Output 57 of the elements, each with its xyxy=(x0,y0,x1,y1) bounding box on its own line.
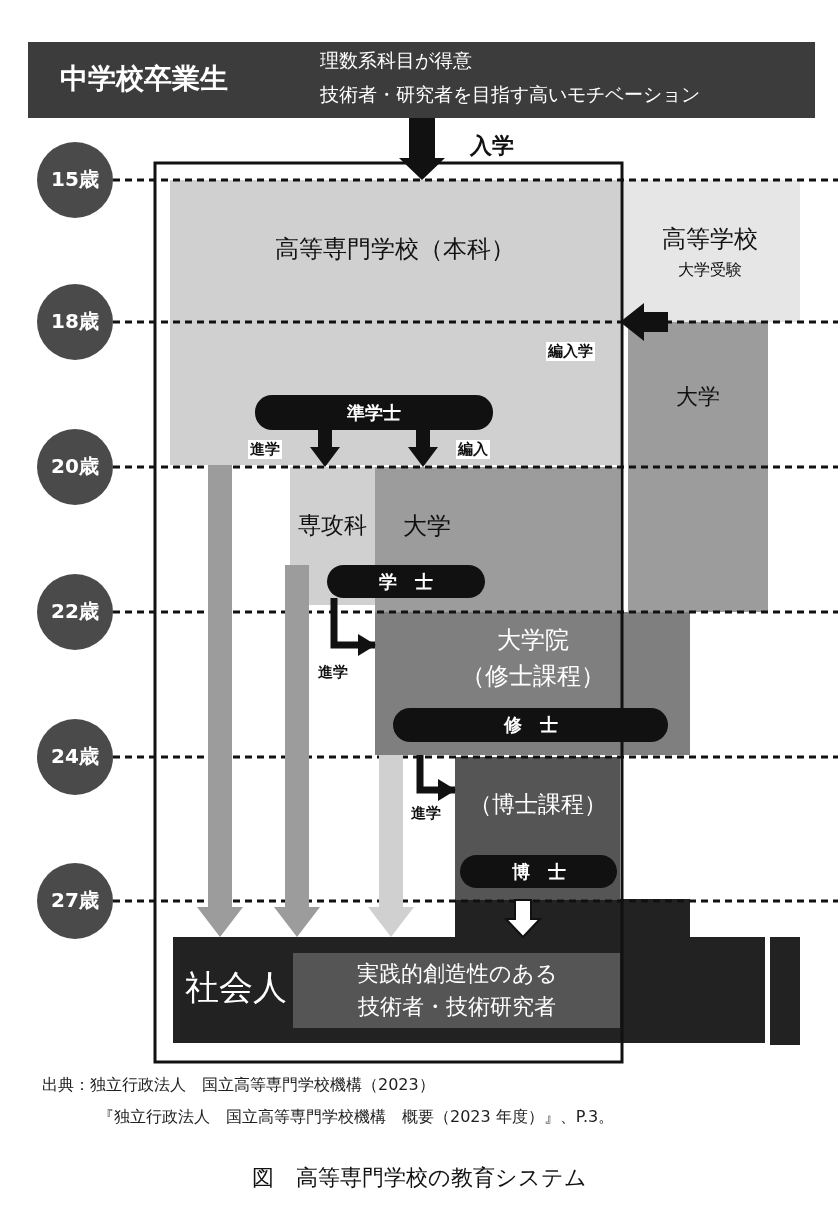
edge-label: 進学 xyxy=(316,663,350,682)
figure-caption: 図 高等専門学校の教育システム xyxy=(250,1164,588,1192)
node-title: 高等専門学校（本科） xyxy=(274,235,516,264)
node-title: 22歳 xyxy=(50,599,100,623)
node-title: 専攻科 xyxy=(297,512,368,540)
node-title: 15歳 xyxy=(50,167,100,191)
block-arrow xyxy=(368,755,414,937)
node-text: 大学受験 xyxy=(677,260,743,280)
edge-label: 進学 xyxy=(248,440,282,459)
node-text: 技術者・研究者を目指す高いモチベーション xyxy=(320,83,700,106)
node-text: （修士課程） xyxy=(459,662,606,691)
graduate-block xyxy=(375,612,690,755)
degree-pill xyxy=(327,565,485,598)
degree-pill xyxy=(460,855,617,888)
doctoral-block xyxy=(455,757,620,900)
node-title: 博 士 xyxy=(510,861,567,883)
elbow-arrow xyxy=(416,755,456,801)
node-title: 修 士 xyxy=(502,714,559,736)
school-block xyxy=(620,180,800,322)
elbow-arrow xyxy=(330,598,376,656)
node-title: 20歳 xyxy=(50,454,100,478)
degree-pill xyxy=(255,395,493,430)
node-title: 学 士 xyxy=(378,571,434,593)
degree-pill xyxy=(393,708,668,742)
block-arrow xyxy=(408,430,438,467)
node-title: 準学士 xyxy=(346,402,402,424)
node-title: 大学 xyxy=(403,512,451,541)
node-text: 理数系科目が得意 xyxy=(320,49,472,72)
block-arrow xyxy=(620,303,668,341)
block-arrow xyxy=(197,465,243,937)
source-note: 出典：独立行政法人 国立高等専門学校機構（2023） xyxy=(42,1075,435,1096)
node-title: （博士課程） xyxy=(467,791,608,819)
node-title: 27歳 xyxy=(50,888,100,912)
block-arrow xyxy=(399,118,445,180)
society-band xyxy=(173,937,765,1043)
node-title: 実践的創造性のある技術者・技術研究者 xyxy=(355,960,559,1021)
block-arrow xyxy=(310,430,340,467)
university-block xyxy=(628,322,768,612)
block-arrow xyxy=(274,565,320,937)
node-title: 大学 xyxy=(675,384,721,411)
edge-label: 進学 xyxy=(409,804,443,823)
node-title: 中学校卒業生 xyxy=(60,62,228,96)
block-arrow xyxy=(503,899,543,939)
node-title: 社会人 xyxy=(185,967,287,1008)
university-block xyxy=(375,467,620,565)
school-block xyxy=(170,180,620,465)
edge-label: 編入学 xyxy=(546,342,595,361)
source-note: 『独立行政法人 国立高等専門学校機構 概要（2023 年度）』、P.3。 xyxy=(98,1107,615,1128)
node-title: 18歳 xyxy=(50,309,100,333)
node-title: 大学院 xyxy=(495,626,570,655)
edge-label: 入学 xyxy=(469,132,515,160)
node-title: 高等学校 xyxy=(661,225,759,254)
career-box xyxy=(293,953,620,1028)
header-band xyxy=(28,42,815,118)
edge-label: 編入 xyxy=(456,440,490,459)
node-title: 24歳 xyxy=(50,744,100,768)
school-block xyxy=(290,467,375,565)
